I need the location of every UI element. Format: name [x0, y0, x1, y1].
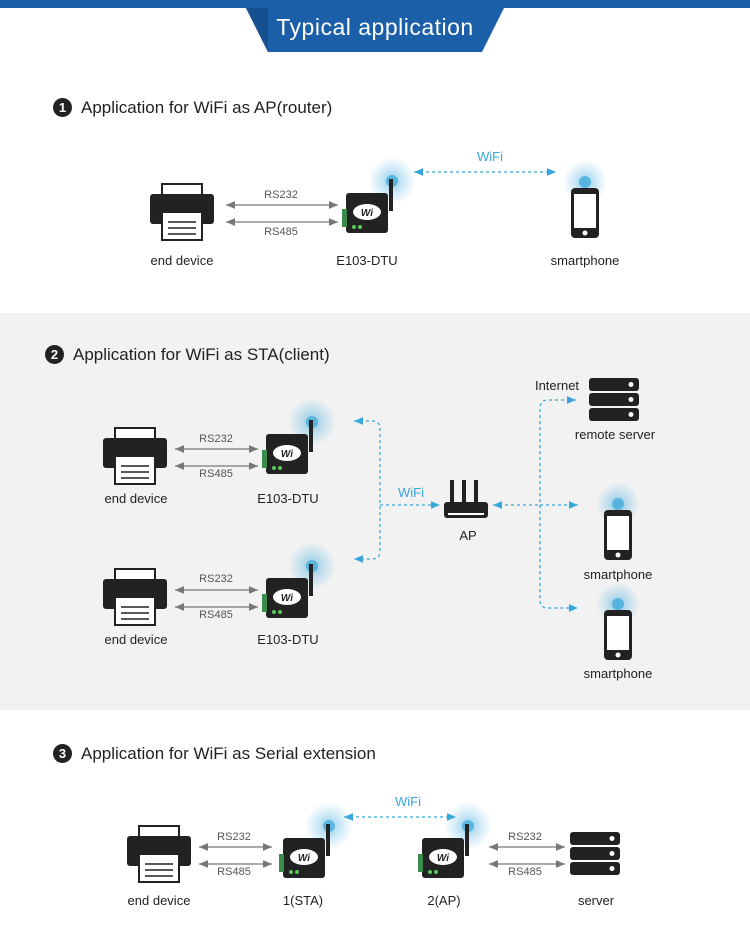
section-1-title: Application for WiFi as AP(router): [81, 98, 333, 117]
rs232-label: RS232: [199, 573, 233, 585]
dtu-label: E103-DTU: [257, 491, 319, 506]
server-icon: [570, 832, 620, 875]
smartphone-label: smartphone: [583, 666, 653, 681]
section-1-heading: 1 Application for WiFi as AP(router): [53, 98, 332, 118]
sta-unit-label: 1(STA): [282, 893, 324, 908]
ap-label: AP: [459, 528, 477, 543]
ap-unit-label: 2(AP): [427, 893, 461, 908]
internet-label: Internet: [534, 378, 580, 393]
rs232-label: RS232: [199, 433, 233, 445]
printer-icon: [149, 183, 215, 241]
section-1-number: 1: [53, 98, 72, 117]
end-device-label: end device: [104, 632, 168, 647]
dtu-device-icon: [342, 157, 416, 233]
dtu-device-icon: [279, 802, 353, 878]
rs485-label: RS485: [199, 609, 233, 621]
banner-shape: [246, 8, 504, 52]
rs232-label: RS232: [217, 831, 251, 843]
rs485-label: RS485: [199, 468, 233, 480]
wifi-label: WiFi: [398, 485, 424, 500]
printer-icon: [102, 568, 168, 626]
smartphone-icon: [563, 160, 607, 238]
dtu-label: E103-DTU: [336, 253, 398, 268]
printer-icon: [126, 825, 192, 883]
printer-icon: [102, 427, 168, 485]
smartphone-label: smartphone: [583, 567, 653, 582]
router-icon: [444, 480, 488, 518]
smartphone-label: smartphone: [550, 253, 620, 268]
banner-title: Typical application: [276, 14, 474, 40]
smartphone-icon: [596, 482, 640, 560]
end-device-label: end device: [104, 491, 168, 506]
wifi-label: WiFi: [395, 794, 421, 809]
section-3-heading: 3 Application for WiFi as Serial extensio…: [53, 744, 376, 764]
dtu-device-icon: [262, 398, 336, 474]
section-2-heading: 2 Application for WiFi as STA(client): [45, 345, 330, 365]
section-3-number: 3: [53, 744, 72, 763]
rs485-label: RS485: [264, 226, 298, 238]
section-2-number: 2: [45, 345, 64, 364]
dtu-device-icon: [418, 802, 492, 878]
rs232-label: RS232: [264, 189, 298, 201]
section-3-title: Application for WiFi as Serial extension: [81, 744, 376, 763]
wifi-label: WiFi: [477, 149, 503, 164]
rs485-label: RS485: [217, 866, 251, 878]
end-device-label: end device: [127, 893, 191, 908]
rs232-label: RS232: [508, 831, 542, 843]
smartphone-icon: [596, 582, 640, 660]
rs485-label: RS485: [508, 866, 542, 878]
wifi-bracket: [354, 417, 381, 563]
network-bracket: [539, 396, 578, 612]
end-device-label: end device: [150, 253, 214, 268]
server-icon: [589, 378, 639, 421]
dtu-label: E103-DTU: [257, 632, 319, 647]
server-label: server: [577, 893, 615, 908]
top-bar: [0, 0, 750, 8]
remote-server-label: remote server: [574, 427, 656, 442]
section-2-title: Application for WiFi as STA(client): [73, 345, 330, 364]
dtu-device-icon: [262, 542, 336, 618]
